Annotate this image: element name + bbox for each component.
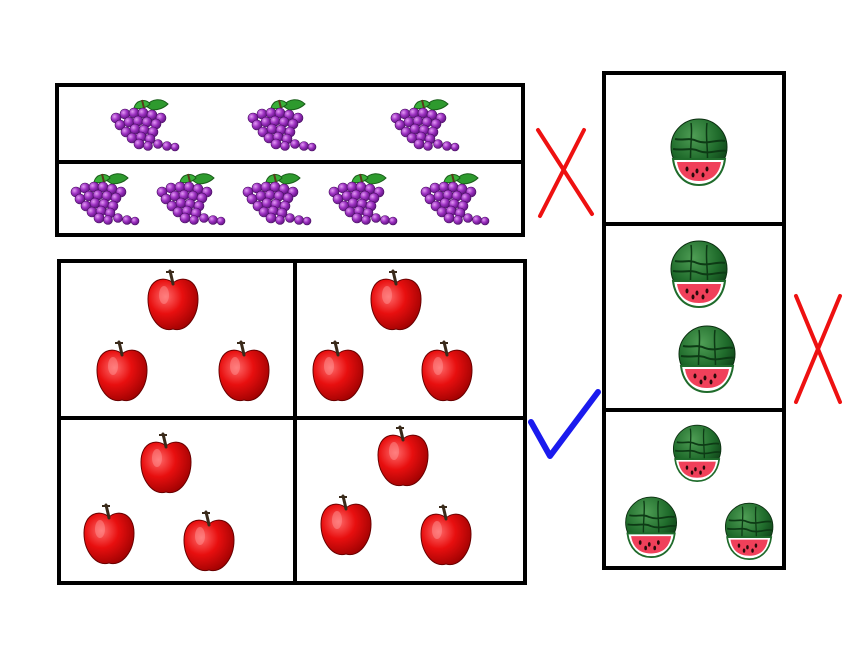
watermelon-icon — [670, 118, 728, 186]
watermelons-cross-icon — [794, 294, 842, 404]
apples-vertical-divider — [293, 259, 297, 585]
apple-icon — [319, 494, 373, 557]
watermelon-icon — [624, 496, 678, 558]
watermelon-icon — [670, 240, 728, 308]
apple-icon — [369, 269, 423, 332]
grapes-icon — [70, 172, 140, 226]
watermelon-icon — [672, 424, 722, 483]
apple-icon — [419, 504, 473, 567]
grapes-icon — [156, 172, 226, 226]
apple-icon — [146, 269, 200, 332]
watermelons-divider-1 — [602, 222, 786, 226]
apples-check-icon — [528, 389, 601, 459]
apple-icon — [420, 340, 474, 403]
grapes-icon — [328, 172, 398, 226]
grapes-icon — [420, 172, 490, 226]
grapes-cross-icon — [536, 128, 594, 218]
apple-icon — [182, 510, 236, 573]
apple-icon — [311, 340, 365, 403]
apple-icon — [95, 340, 149, 403]
watermelon-icon — [724, 502, 774, 560]
grapes-row-divider — [55, 160, 525, 164]
grapes-icon — [247, 98, 317, 152]
apple-icon — [139, 432, 193, 495]
apple-icon — [82, 503, 136, 566]
watermelons-divider-2 — [602, 408, 786, 412]
grapes-icon — [390, 98, 460, 152]
grapes-icon — [110, 98, 180, 152]
grapes-icon — [242, 172, 312, 226]
apple-icon — [376, 425, 430, 488]
apple-icon — [217, 340, 271, 403]
apples-horizontal-divider — [57, 416, 527, 420]
watermelon-icon — [678, 325, 736, 393]
